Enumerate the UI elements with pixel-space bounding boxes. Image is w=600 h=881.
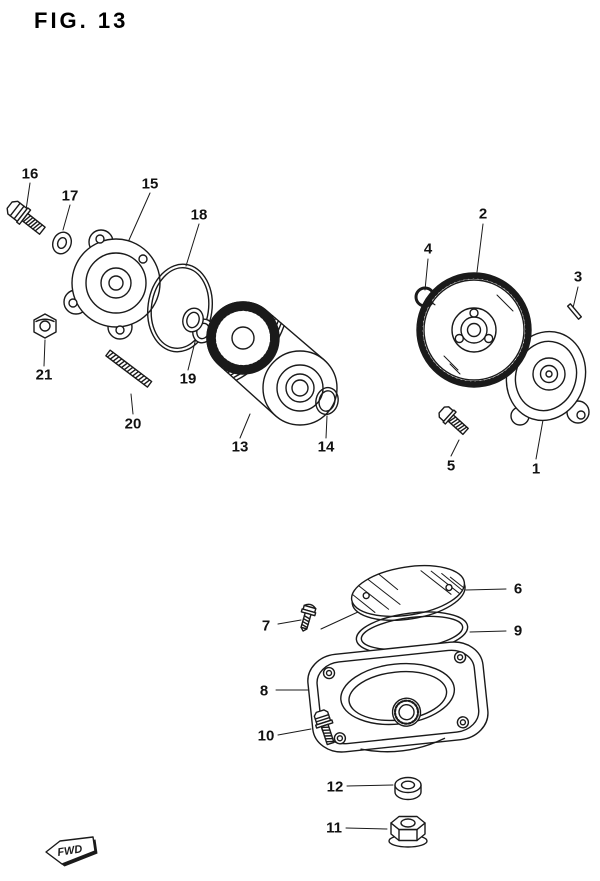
o-ring-14-drawing bbox=[315, 386, 339, 416]
part-label-2: 2 bbox=[478, 205, 488, 223]
part-label-13: 13 bbox=[231, 438, 249, 456]
gasket-ring-18-drawing bbox=[147, 263, 213, 353]
pump-gear-2-drawing bbox=[416, 272, 532, 388]
fwd-flag-label: FWD bbox=[57, 843, 84, 859]
part-label-14: 14 bbox=[317, 438, 335, 456]
pin-3-drawing bbox=[566, 303, 583, 320]
part-label-6: 6 bbox=[513, 580, 523, 598]
part-label-11: 11 bbox=[326, 819, 342, 837]
washer-17-drawing bbox=[51, 231, 73, 255]
strainer-case-8-drawing bbox=[307, 641, 489, 753]
part-label-20: 20 bbox=[124, 415, 142, 433]
circlip-4-drawing bbox=[414, 286, 436, 308]
hex-bolt-16-drawing bbox=[6, 200, 46, 235]
cover-plate-6-drawing bbox=[350, 564, 466, 621]
part-label-3: 3 bbox=[573, 268, 583, 286]
part-label-17: 17 bbox=[61, 187, 79, 205]
part-label-1: 1 bbox=[531, 460, 541, 478]
stud-bolt-20-drawing bbox=[105, 349, 153, 388]
part-label-19: 19 bbox=[179, 370, 197, 388]
part-label-9: 9 bbox=[513, 622, 523, 640]
leader-lines bbox=[25, 182, 579, 830]
figure-title: FIG. 13 bbox=[34, 8, 129, 33]
part-label-18: 18 bbox=[190, 206, 208, 224]
part-label-15: 15 bbox=[141, 175, 159, 193]
oil-filter-13-drawing bbox=[206, 301, 338, 426]
pump-screw-5-drawing bbox=[438, 406, 469, 436]
part-label-12: 12 bbox=[326, 778, 344, 796]
part-label-16: 16 bbox=[21, 165, 39, 183]
hex-nut-21-drawing bbox=[33, 313, 57, 339]
part-label-4: 4 bbox=[423, 240, 433, 258]
part-label-21: 21 bbox=[35, 366, 53, 384]
drain-plug-11-drawing bbox=[388, 815, 428, 848]
fwd-flag: FWD bbox=[45, 836, 98, 867]
part-label-10: 10 bbox=[257, 727, 275, 745]
part-label-8: 8 bbox=[259, 682, 269, 700]
part-label-5: 5 bbox=[446, 457, 456, 475]
filter-cover-15-drawing bbox=[63, 229, 161, 340]
screw-7-drawing bbox=[300, 603, 317, 632]
flange-bolt-10-drawing bbox=[313, 709, 335, 746]
sealing-washer-12-drawing bbox=[394, 776, 422, 801]
part-label-7: 7 bbox=[261, 617, 271, 635]
